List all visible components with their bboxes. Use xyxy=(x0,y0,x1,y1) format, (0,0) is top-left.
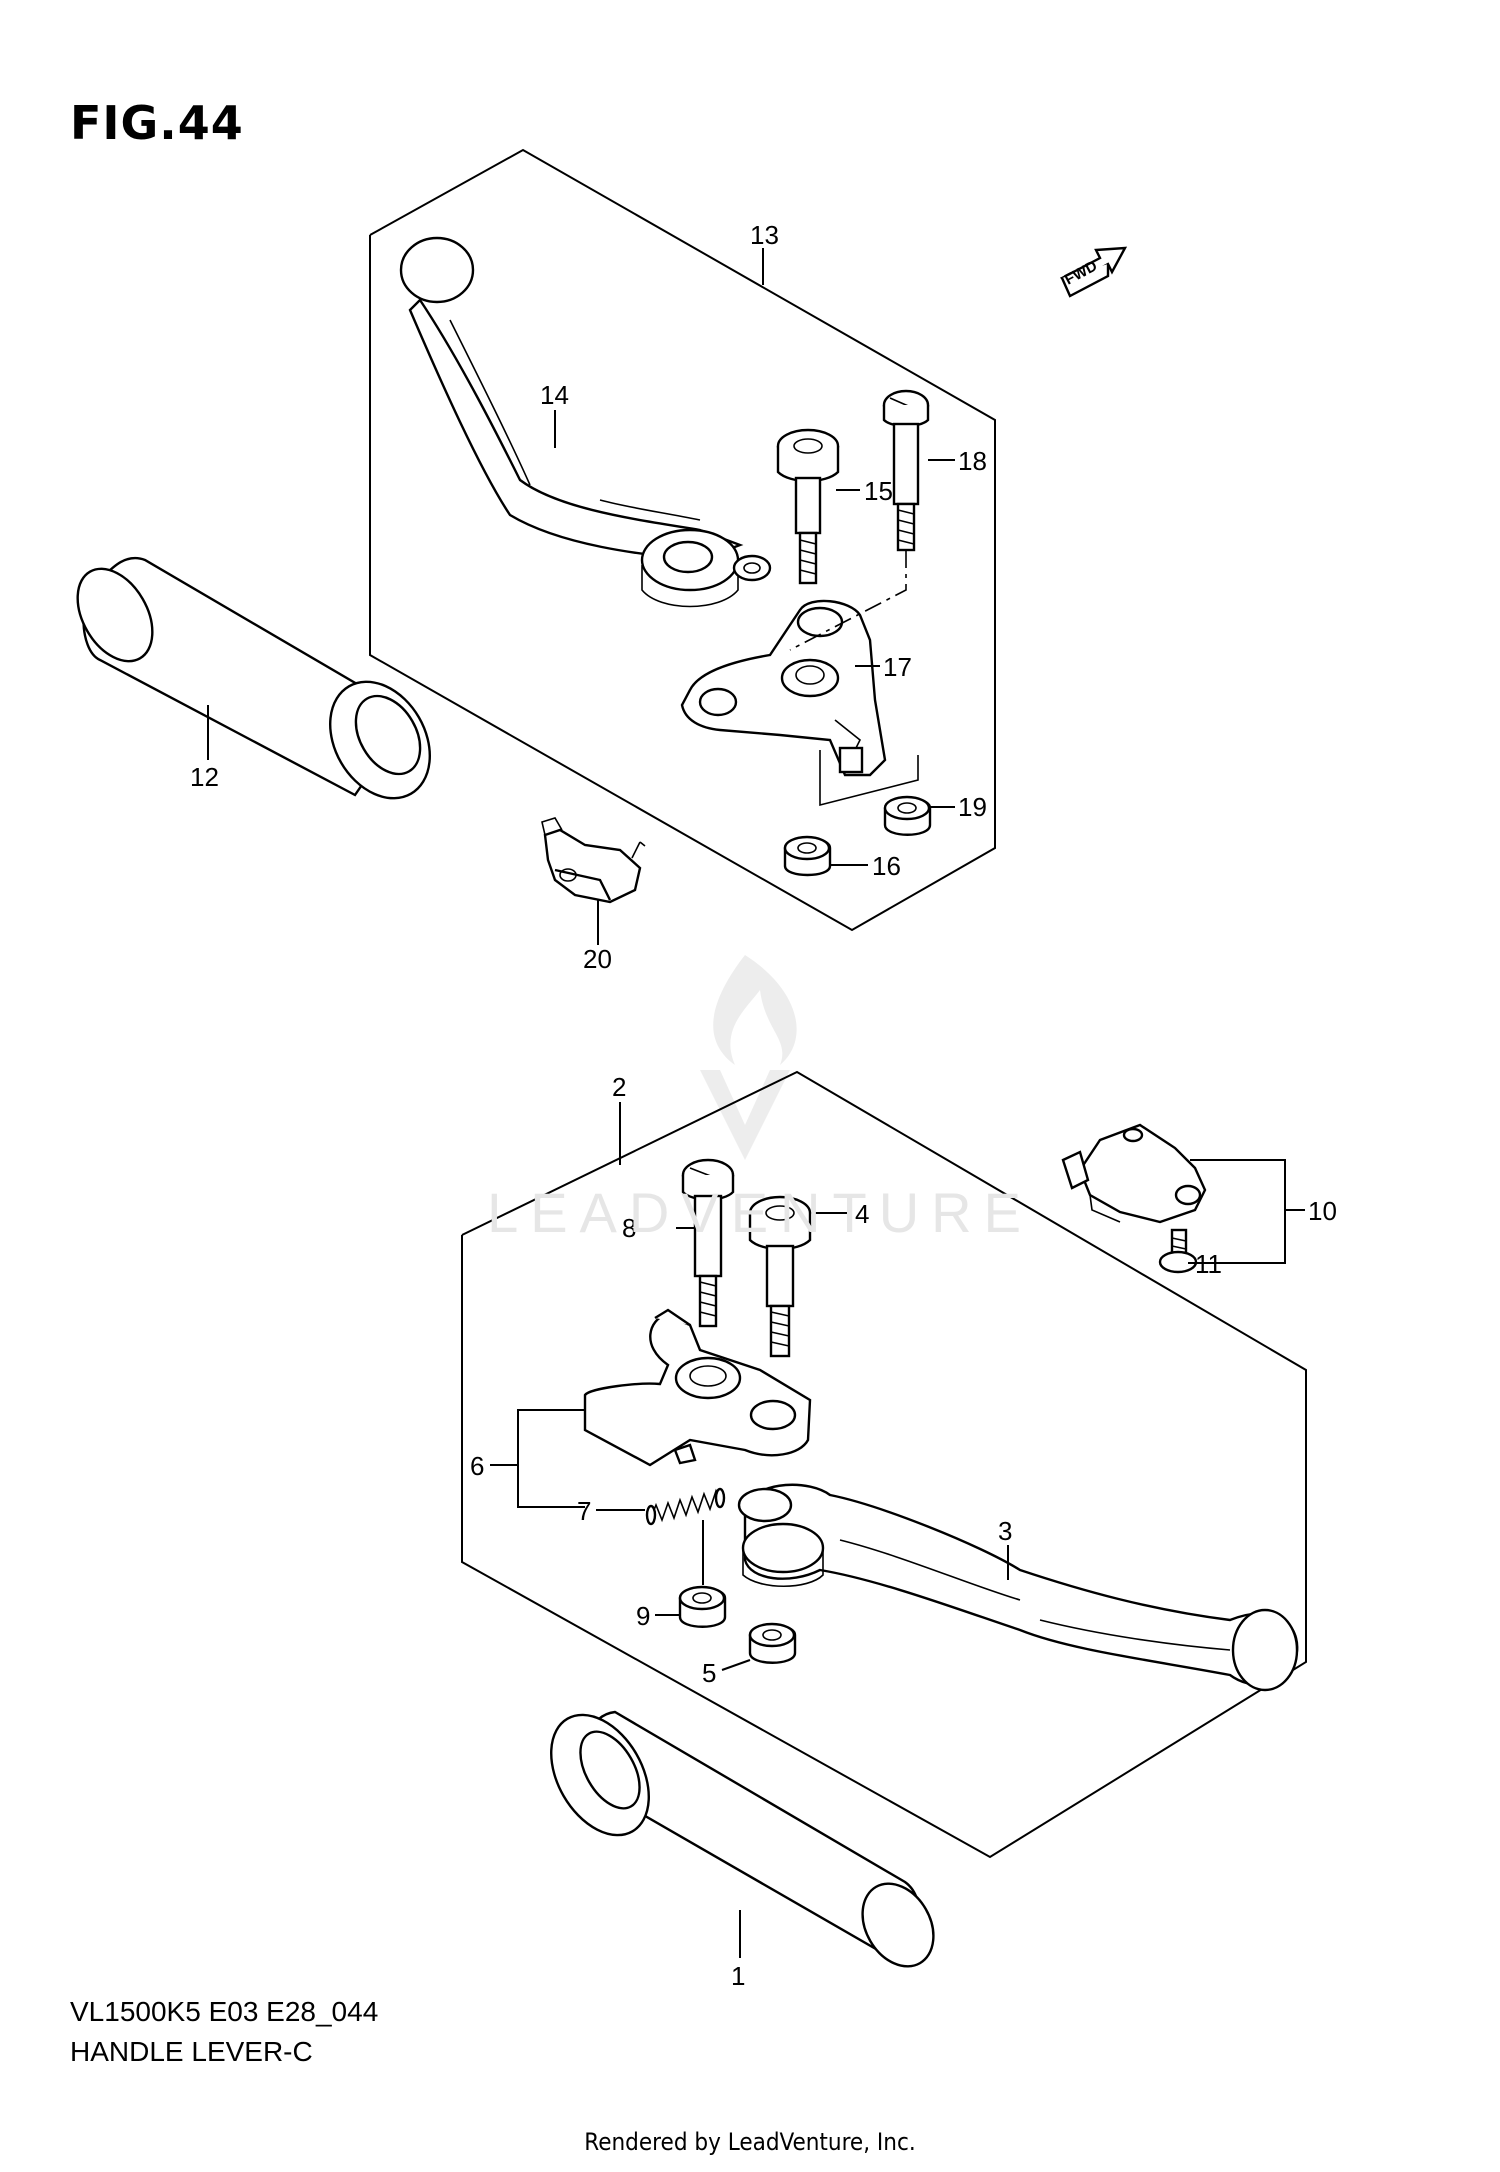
nut-5 xyxy=(748,1622,797,1664)
callout-12: 12 xyxy=(190,762,219,792)
callout-16: 16 xyxy=(872,851,901,881)
upper-centerlines xyxy=(789,550,919,807)
callout-13: 13 xyxy=(750,220,779,250)
callout-18: 18 xyxy=(958,446,987,476)
lever-3 xyxy=(737,1483,1299,1692)
footer-credit: Rendered by LeadVenture, Inc. xyxy=(584,2128,916,2156)
callout-9: 9 xyxy=(636,1601,650,1631)
diagram-name: HANDLE LEVER-C xyxy=(70,2036,313,2067)
lower-assembly-frame xyxy=(461,1070,1307,1859)
spring-7 xyxy=(645,1487,726,1526)
callout-15: 15 xyxy=(864,476,893,506)
screw-18 xyxy=(882,389,930,552)
switch-10 xyxy=(1061,1123,1207,1224)
screw-8 xyxy=(681,1158,735,1328)
callout-11: 11 xyxy=(1195,1249,1222,1279)
upper-leaders xyxy=(207,248,955,945)
callout-6: 6 xyxy=(470,1451,484,1481)
bolt-15 xyxy=(776,428,840,585)
bracket-6 xyxy=(583,1308,812,1467)
grip-1 xyxy=(550,1710,935,1968)
callout-8: 8 xyxy=(622,1213,636,1243)
callout-4: 4 xyxy=(855,1199,869,1229)
fwd-arrow-icon: FWD xyxy=(1059,246,1128,298)
callout-17: 17 xyxy=(883,652,912,682)
bracket-17 xyxy=(680,599,887,777)
upper-assembly-frame xyxy=(369,148,996,932)
callout-20: 20 xyxy=(583,944,612,974)
nut-9 xyxy=(678,1585,727,1628)
callout-19: 19 xyxy=(958,792,987,822)
callout-7: 7 xyxy=(577,1496,591,1526)
callout-10: 10 xyxy=(1308,1196,1337,1226)
callout-3: 3 xyxy=(998,1516,1012,1546)
lower-leaders xyxy=(490,1102,1305,1958)
nut-16 xyxy=(783,835,832,877)
switch-20 xyxy=(541,817,646,904)
lever-14 xyxy=(399,236,772,608)
screw-11 xyxy=(1158,1228,1198,1274)
callout-2: 2 xyxy=(612,1072,626,1102)
model-code: VL1500K5 E03 E28_044 xyxy=(70,1996,379,2027)
callout-1: 1 xyxy=(731,1961,745,1991)
watermark-logo xyxy=(700,955,797,1160)
callout-labels: 13 14 15 18 17 19 16 12 20 2 4 8 6 7 9 5… xyxy=(190,220,1337,1991)
callout-5: 5 xyxy=(702,1658,716,1688)
watermark-text: LEADVENTURE xyxy=(487,1181,1033,1244)
figure-title: FIG.44 xyxy=(70,96,244,150)
callout-14: 14 xyxy=(540,380,569,410)
nut-19 xyxy=(883,795,932,836)
grip-12 xyxy=(76,556,431,800)
